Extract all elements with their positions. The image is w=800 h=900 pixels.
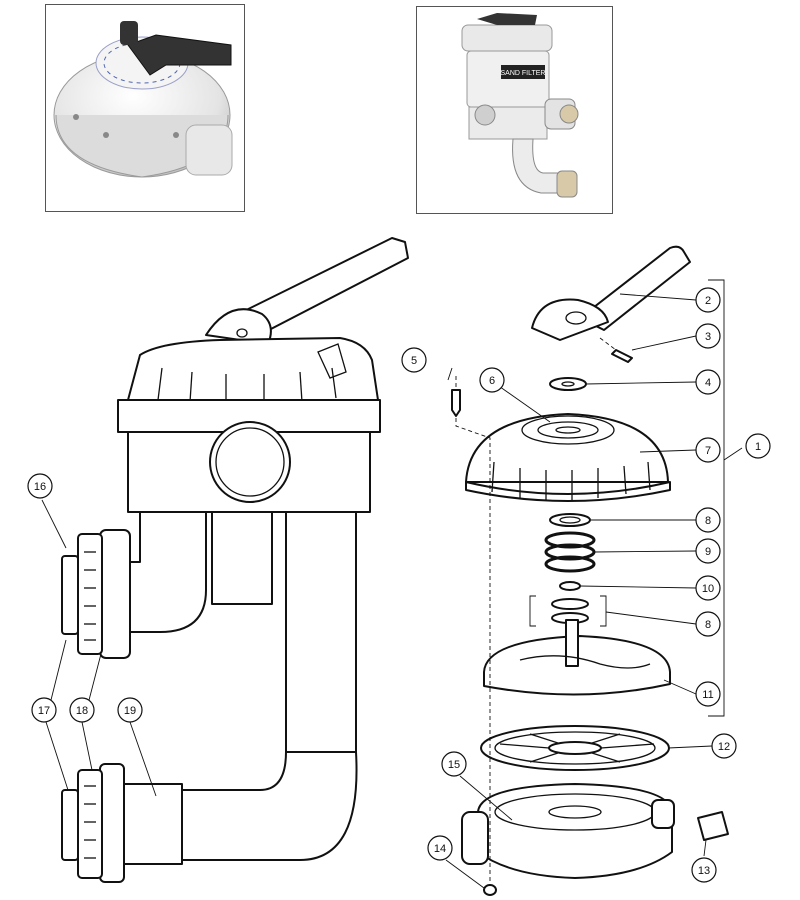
callout-15: 15 xyxy=(441,751,467,777)
callout-9: 9 xyxy=(695,538,721,564)
valve-photo-side-view: SAND FILTER xyxy=(416,6,613,214)
callout-6: 6 xyxy=(479,367,505,393)
photo-logo-text: SAND FILTER xyxy=(501,70,546,77)
callout-19: 19 xyxy=(117,697,143,723)
callout-13: 13 xyxy=(691,857,717,883)
callout-4: 4 xyxy=(695,369,721,395)
callout-4-label: 4 xyxy=(705,377,711,389)
assembled-valve-drawing xyxy=(61,237,409,883)
assembly-brackets xyxy=(529,279,743,717)
callout-5: 5 xyxy=(401,347,427,373)
callout-labels: 1 2 3 4 5 6 7 8 9 10 8 11 12 13 14 15 16… xyxy=(27,287,771,883)
callout-2: 2 xyxy=(695,287,721,313)
callout-17: 17 xyxy=(31,697,57,723)
callout-7: 7 xyxy=(695,437,721,463)
callout-8-label: 8 xyxy=(705,515,711,527)
callout-leaders xyxy=(41,293,713,889)
callout-8-second-label: 8 xyxy=(705,619,711,631)
valve-photo-side-illustration: SAND FILTER xyxy=(461,13,579,198)
callout-3-label: 3 xyxy=(705,331,711,343)
callout-7-label: 7 xyxy=(705,445,711,457)
callout-10: 10 xyxy=(695,575,721,601)
callout-17-label: 17 xyxy=(38,705,50,717)
callout-6-label: 6 xyxy=(489,375,495,387)
callout-9-label: 9 xyxy=(705,546,711,558)
callout-19-label: 19 xyxy=(124,705,136,717)
callout-16-label: 16 xyxy=(34,481,46,493)
callout-8: 8 xyxy=(695,507,721,533)
callout-1: 1 xyxy=(745,433,771,459)
valve-photo-top-illustration xyxy=(53,21,233,178)
callout-14-label: 14 xyxy=(434,843,446,855)
callout-13-label: 13 xyxy=(698,865,710,877)
callout-12: 12 xyxy=(711,733,737,759)
callout-16: 16 xyxy=(27,473,53,499)
callout-18: 18 xyxy=(69,697,95,723)
callout-8-second: 8 xyxy=(695,611,721,637)
callout-2-label: 2 xyxy=(705,295,711,307)
callout-12-label: 12 xyxy=(718,741,730,753)
callout-5-label: 5 xyxy=(411,355,417,367)
callout-10-label: 10 xyxy=(702,583,714,595)
valve-photo-top-view xyxy=(45,4,245,212)
callout-11-label: 11 xyxy=(702,689,713,701)
callout-15-label: 15 xyxy=(448,759,460,771)
callout-1-label: 1 xyxy=(755,441,761,453)
callout-14: 14 xyxy=(427,835,453,861)
callout-3: 3 xyxy=(695,323,721,349)
callout-11: 11 xyxy=(695,681,721,707)
exploded-parts-drawing xyxy=(451,245,729,896)
callout-18-label: 18 xyxy=(76,705,88,717)
